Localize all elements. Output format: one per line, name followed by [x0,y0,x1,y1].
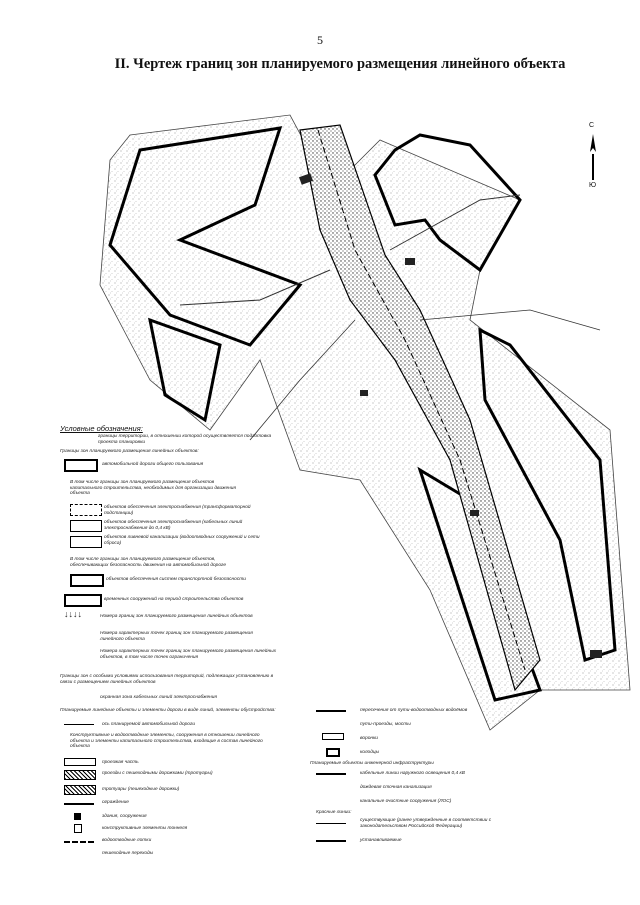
swatch-sidewalks [64,785,96,795]
legend-text: ось планируемой автомобильной дороги [102,722,195,727]
side-road-southwest [249,319,356,441]
swatch-temporary [64,594,102,607]
side-road-west [179,269,331,306]
legend-text: канальные очистные сооружения (ЛОС) [360,799,452,804]
legend-text: проезжая часть [102,760,139,765]
legend-text: Границы зон планируемого размещения лине… [60,449,199,454]
building [360,390,368,396]
swatch-fence [64,803,94,805]
legend-text: Красные линии: [316,810,352,815]
legend-text: В том числе границы зон планируемого раз… [70,480,236,497]
building [470,510,479,516]
legend-text: ограждение [102,800,129,805]
legend-text: конструктивные элементы тоннеля [102,826,188,831]
compass-south-label: Ю [589,182,597,189]
legend-text: кабельные линии наружного освещения 0,4 … [360,771,465,776]
legend-text: водоотводные лотки [102,838,152,843]
swatch-buildings [74,813,81,820]
legend-text: Планируемые объекты инженерной инфрастру… [310,761,434,766]
legend-text: объектов обеспечения систем транспортной… [106,577,246,582]
zone-boundary-south [417,466,543,702]
legend-text: Конструктивные и водоотводные элементы, … [70,733,263,750]
swatch-passages [64,770,96,780]
swatch-tunnel [74,824,82,833]
legend-text: Номера характерных точек границ зон план… [100,649,277,660]
legend-text: Номера границ зон планируемого размещени… [100,614,253,619]
legend-text: воронки [360,736,378,741]
legend-text: тротуары (пешеходные дорожки) [102,787,180,792]
legend-text: автомобильной дороги общего пользования [102,462,204,467]
swatch-lighting-cable [316,773,346,775]
side-road-east [389,194,521,251]
page-title: II. Чертеж границ зон планируемого разме… [114,56,566,72]
swatch-red-existing [316,823,346,824]
swatch-crossings [316,710,346,712]
legend-text: пути-проезды, мосты [360,722,411,727]
legend-text: Планируемые линейные объекты и элементы … [60,708,276,713]
road-corridor [299,124,541,692]
legend-text: Номера характерных точек границ зон план… [100,631,253,642]
legend-text: Границы зон с особыми условиями использо… [60,674,274,685]
legend-title: Условные обозначения: [60,424,143,433]
legend-text: устанавливаемые [360,838,402,843]
legend-text: здания, сооружения [102,814,147,819]
swatch-red-established [316,840,346,842]
legend-text: проезды с пешеходными дорожками (тротуар… [102,771,213,776]
swatch-trays [64,841,94,843]
swatch-drainage [70,536,102,548]
zone-boundary-north [373,133,522,273]
swatch-funnels [322,733,344,740]
swatch-road-axis [64,724,94,725]
building [405,258,415,265]
swatch-transport-safety [70,574,104,587]
compass-north-label: С [589,122,595,129]
legend-text: объектов обеспечения электроснабжения (т… [104,505,251,516]
side-road-southeast [419,309,601,331]
legend-text: пересечения от пути-водоотводных водоёмо… [360,708,468,713]
legend-text: существующие (ранее утвержденные в соотв… [360,818,492,829]
swatch-cable [70,520,102,532]
legend-text: охранная зона кабельных линий электросна… [100,695,217,700]
legend-text: объектов ливневой канализации (водоотвод… [104,535,260,546]
zone-boundary-west [108,126,303,347]
swatch-carriageway [64,758,96,766]
swatch-road-zone [64,459,98,472]
legend-text: временных сооружений на период строитель… [104,597,244,602]
building [298,173,314,185]
zone-boundary-southwest [148,317,222,423]
page-number: 5 [317,33,323,47]
building [590,650,602,658]
swatch-transformer [70,504,102,516]
legend-text: колодцы [360,750,380,755]
swatch-wells [326,748,340,757]
north-arrow: С Ю [583,122,603,194]
planning-map [99,114,631,731]
legend-text: В том числе границы зон планируемого раз… [70,557,226,568]
legend-text: дождевая сточная канализация [360,785,432,790]
road-axis [317,129,526,671]
legend-text: границы территории, в отношении которой … [98,434,272,445]
legend-text: пешеходные переходы [102,851,154,856]
legend-text: объектов обеспечения электроснабжения (к… [104,520,243,531]
